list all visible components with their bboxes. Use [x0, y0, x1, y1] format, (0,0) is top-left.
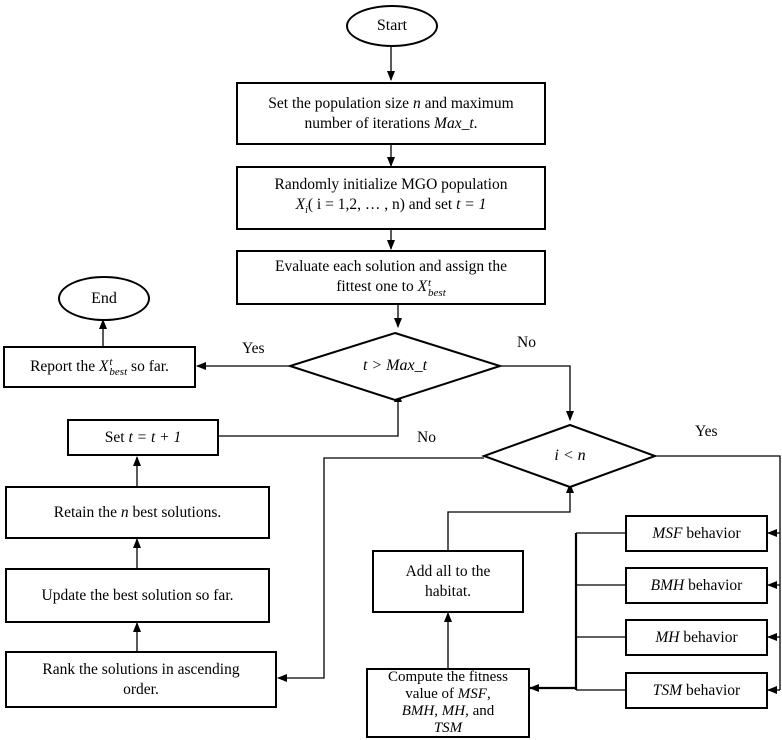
update-text: Update the best solution so far. — [41, 586, 234, 604]
start-terminal: Start — [346, 5, 438, 47]
init-params-line1: Set the population size n and maximum — [268, 94, 514, 112]
random-init-line1: Randomly initialize MGO population — [274, 175, 508, 193]
init-params-line2: number of iterations Max_t. — [304, 114, 478, 132]
init-params-box: Set the population size n and maximum nu… — [236, 82, 546, 145]
end-terminal: End — [58, 276, 150, 321]
arrow-decision-t-to-decision-i — [500, 365, 574, 421]
retain-text: Retain the n best solutions. — [53, 503, 222, 521]
arrow-yes-rail — [655, 455, 781, 690]
random-init-line2: Xi( i = 1,2, … , n) and set t = 1 — [295, 195, 487, 217]
retain-box: Retain the n best solutions. — [5, 486, 270, 539]
compute-line4: TSM — [433, 720, 463, 736]
compute-line1: Compute the fitness — [388, 669, 508, 685]
add-all-box: Add all to the habitat. — [372, 550, 524, 613]
add-all-line1: Add all to the — [405, 562, 491, 580]
decision-diamond-i — [481, 423, 658, 489]
add-all-line2: habitat. — [424, 582, 472, 600]
decision-i-text: i < n — [554, 447, 586, 464]
arrow-set-t-to-decision-t — [219, 392, 402, 437]
yes-label-i: Yes — [695, 423, 718, 440]
compute-box: Compute the fitness value of MSF, BMH, M… — [366, 668, 530, 738]
compute-line2: value of MSF, — [405, 686, 491, 702]
decision-t-text: t > Max_t — [362, 357, 428, 374]
update-box: Update the best solution so far. — [5, 568, 270, 623]
end-label: End — [91, 289, 117, 307]
evaluate-line1: Evaluate each solution and assign the — [274, 258, 507, 276]
yes-label-t: Yes — [242, 340, 265, 357]
mh-behavior-box: MH behavior — [625, 619, 768, 656]
arrow-decision-i-to-rank — [277, 457, 484, 682]
rank-line2: order. — [123, 680, 159, 698]
arrow-add-to-decision-i — [447, 483, 574, 550]
set-t-text: Set t = t + 1 — [104, 428, 182, 446]
evaluate-box: Evaluate each solution and assign the fi… — [236, 250, 546, 305]
tsm-behavior-box: TSM behavior — [625, 672, 768, 709]
rank-line1: Rank the solutions in ascending — [42, 660, 240, 678]
compute-line3: BMH, MH, and — [401, 703, 495, 719]
bmh-behavior-box: BMH behavior — [625, 567, 768, 604]
msf-behavior-box: MSF behavior — [625, 515, 768, 552]
random-init-box: Randomly initialize MGO population Xi( i… — [236, 166, 546, 230]
no-label-i: No — [417, 429, 436, 446]
set-t-box: Set t = t + 1 — [67, 419, 219, 456]
no-label-t: No — [517, 334, 536, 351]
start-label: Start — [376, 17, 408, 34]
decision-diamond-t — [286, 331, 504, 402]
rank-box: Rank the solutions in ascending order. — [5, 651, 277, 708]
